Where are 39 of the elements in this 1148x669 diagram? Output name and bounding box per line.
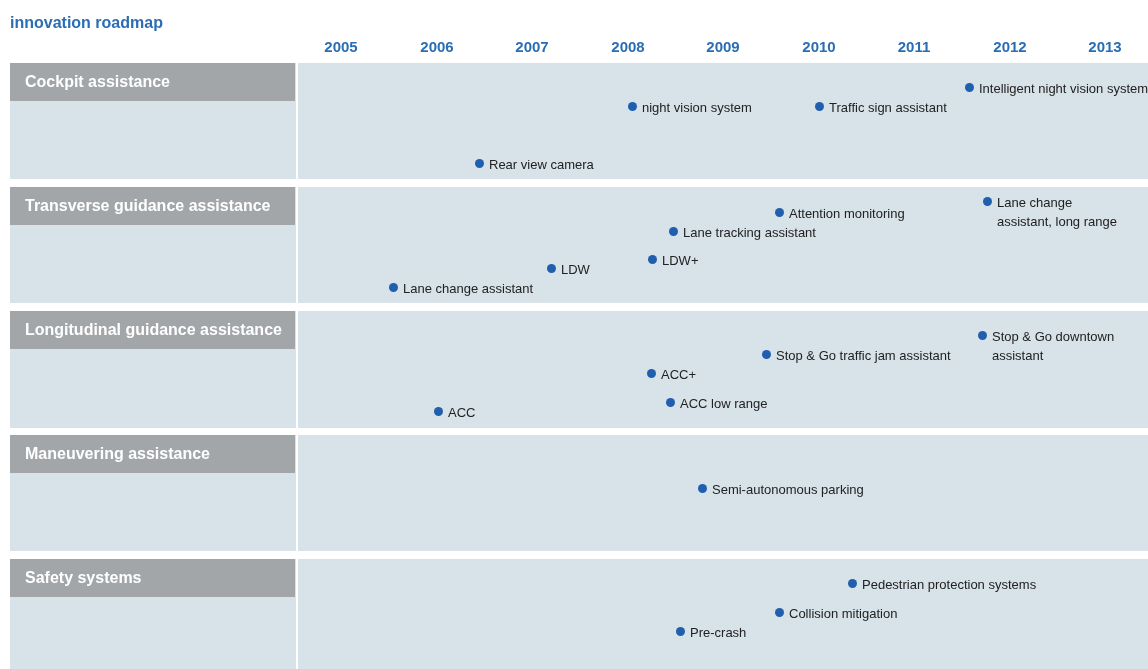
- category-band: [10, 311, 1148, 428]
- year-label: 2009: [705, 38, 741, 55]
- milestone-label: Intelligent night vision system: [979, 80, 1148, 98]
- milestone-label: ACC: [448, 404, 477, 422]
- year-label: 2007: [514, 38, 550, 55]
- year-label: 2008: [610, 38, 646, 55]
- category-band: [10, 435, 1148, 551]
- milestone-label: night vision system: [642, 99, 753, 117]
- milestone-label: Traffic sign assistant: [829, 99, 948, 117]
- category-band: [10, 559, 1148, 669]
- milestone-label: ACC+: [661, 366, 698, 384]
- category-band: [10, 63, 1148, 179]
- milestone-label: Pre-crash: [690, 624, 748, 642]
- milestone-label: Lane change assistant, long range: [997, 194, 1118, 231]
- year-label: 2013: [1087, 38, 1123, 55]
- year-label: 2010: [801, 38, 837, 55]
- milestone-label: LDW+: [662, 252, 700, 270]
- milestone-label: Collision mitigation: [789, 605, 899, 623]
- milestone-label: Stop & Go downtown assistant: [992, 328, 1116, 365]
- milestone-label: Stop & Go traffic jam assistant: [776, 347, 952, 365]
- category-header: Longitudinal guidance assistance: [10, 311, 295, 349]
- year-label: 2012: [992, 38, 1028, 55]
- year-label: 2011: [896, 38, 932, 55]
- category-header: Cockpit assistance: [10, 63, 295, 101]
- milestone-label: Lane change assistant: [403, 280, 535, 298]
- milestone-label: Semi-autonomous parking: [712, 481, 865, 499]
- milestone-label: LDW: [561, 261, 591, 279]
- category-header: Safety systems: [10, 559, 295, 597]
- chart-title: innovation roadmap: [10, 13, 164, 33]
- year-label: 2005: [323, 38, 359, 55]
- category-header: Maneuvering assistance: [10, 435, 295, 473]
- milestone-label: Lane tracking assistant: [683, 224, 817, 242]
- milestone-label: ACC low range: [680, 395, 769, 413]
- year-label: 2006: [419, 38, 455, 55]
- category-band: [10, 187, 1148, 303]
- milestone-label: Rear view camera: [489, 156, 595, 174]
- milestone-label: Pedestrian protection systems: [862, 576, 1038, 594]
- category-header: Transverse guidance assistance: [10, 187, 295, 225]
- milestone-label: Attention monitoring: [789, 205, 906, 223]
